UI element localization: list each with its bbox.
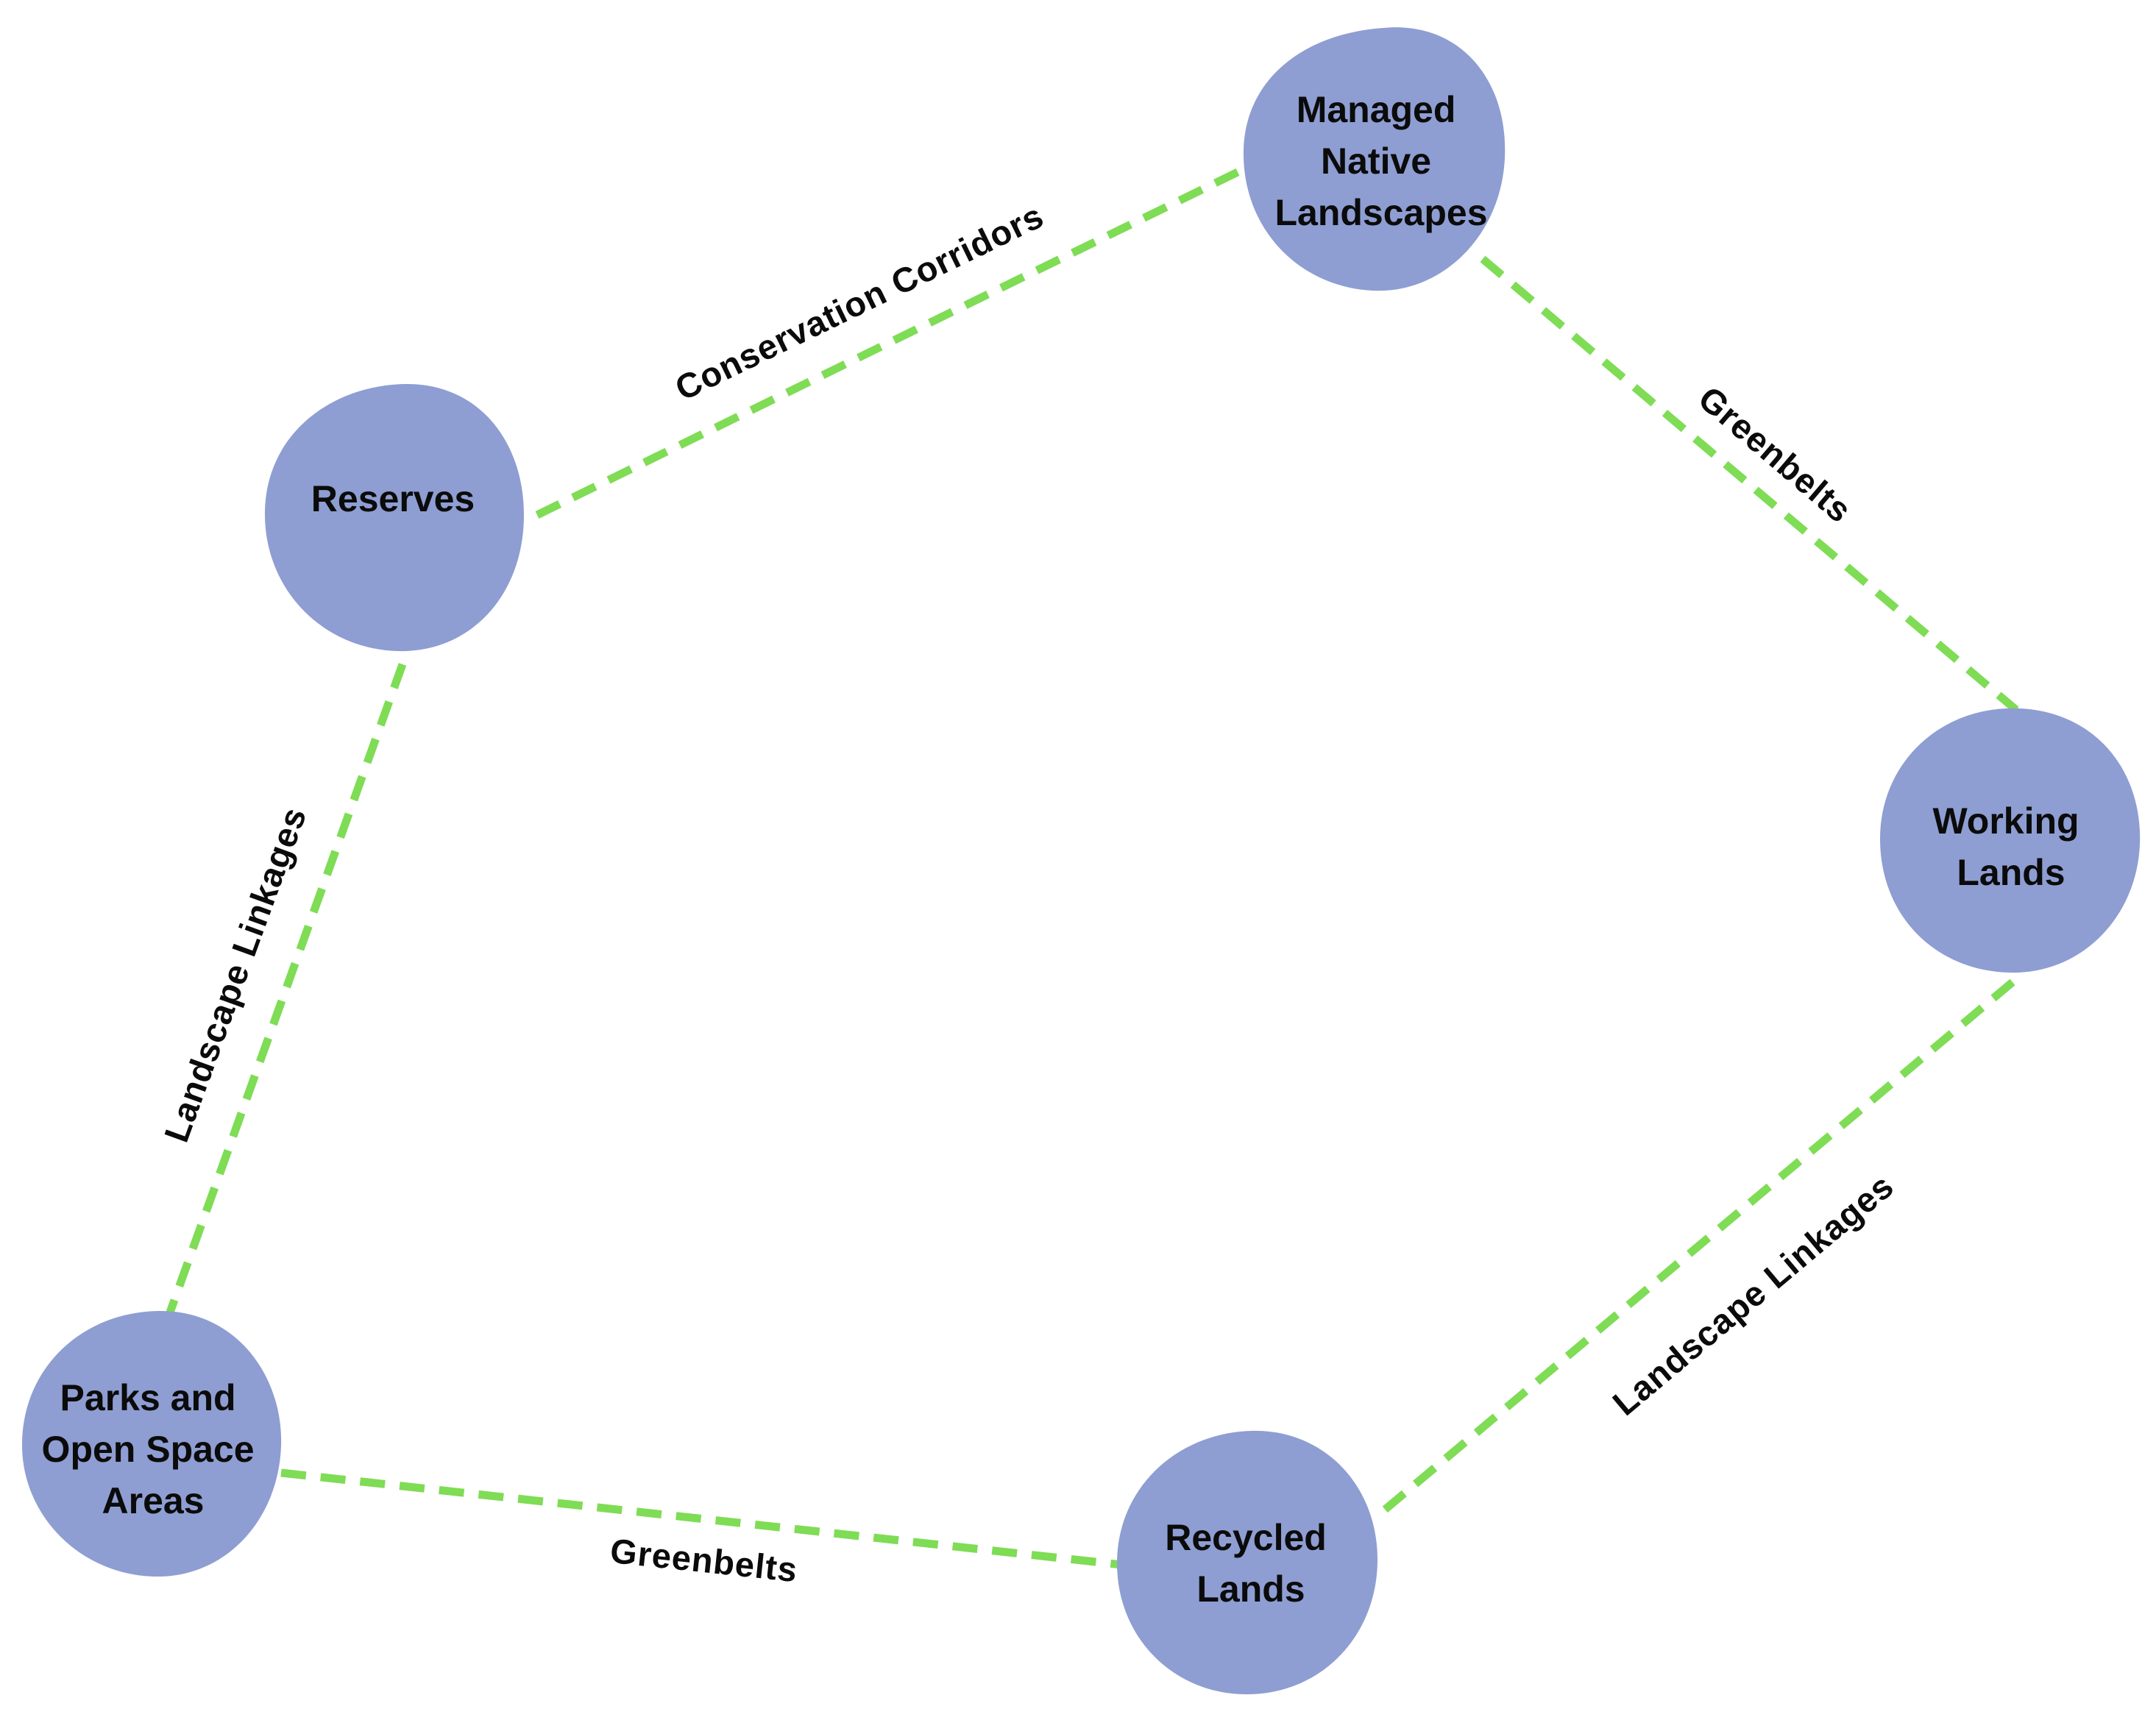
node-working-lands-label: Working Lands [1933, 800, 2090, 893]
node-shape-managed-native-landscapes [1243, 27, 1506, 291]
edge-parks-recycled [280, 1468, 1123, 1569]
edge-reserves-managed [535, 166, 1246, 519]
node-shape-recycled-lands [1117, 1430, 1377, 1695]
node-label-line: Lands [1957, 852, 2065, 893]
edge-label-greenbelts-lower: Greenbelts [609, 1531, 800, 1589]
node-shape-parks-open-space [21, 1310, 282, 1577]
edge-label-conservation-corridors: Conservation Corridors [669, 196, 1049, 408]
node-label-line: Parks and [60, 1377, 236, 1418]
node-label-line: Areas [102, 1480, 205, 1521]
node-label-line: Managed [1297, 89, 1456, 130]
node-shape-reserves [264, 383, 524, 652]
node-reserves-label: Reserves [311, 478, 475, 519]
node-label-line: Working [1933, 800, 2079, 842]
node-shape-working-lands [1880, 708, 2141, 973]
node-label-line: Recycled [1165, 1517, 1327, 1558]
node-label-line: Reserves [311, 478, 475, 519]
edge-reserves-parks [163, 663, 407, 1322]
node-parks-open-space-label: Parks and Open Space Areas [42, 1377, 265, 1521]
node-managed-native-landscapes-label: Managed Native Landscapes [1274, 89, 1487, 233]
node-labels: Managed Native Landscapes Reserves Worki… [42, 89, 2090, 1610]
nodes [21, 27, 2141, 1695]
node-label-line: Native [1321, 141, 1431, 182]
edge-label-greenbelts-upper: Greenbelts [1691, 378, 1859, 530]
node-label-line: Lands [1196, 1568, 1305, 1610]
node-recycled-lands-label: Recycled Lands [1165, 1517, 1337, 1610]
edge-managed-working [1480, 255, 2019, 714]
node-label-line: Open Space [42, 1429, 255, 1470]
edges [163, 166, 2019, 1569]
node-label-line: Landscapes [1274, 192, 1487, 233]
edge-working-recycled [1377, 978, 2015, 1518]
